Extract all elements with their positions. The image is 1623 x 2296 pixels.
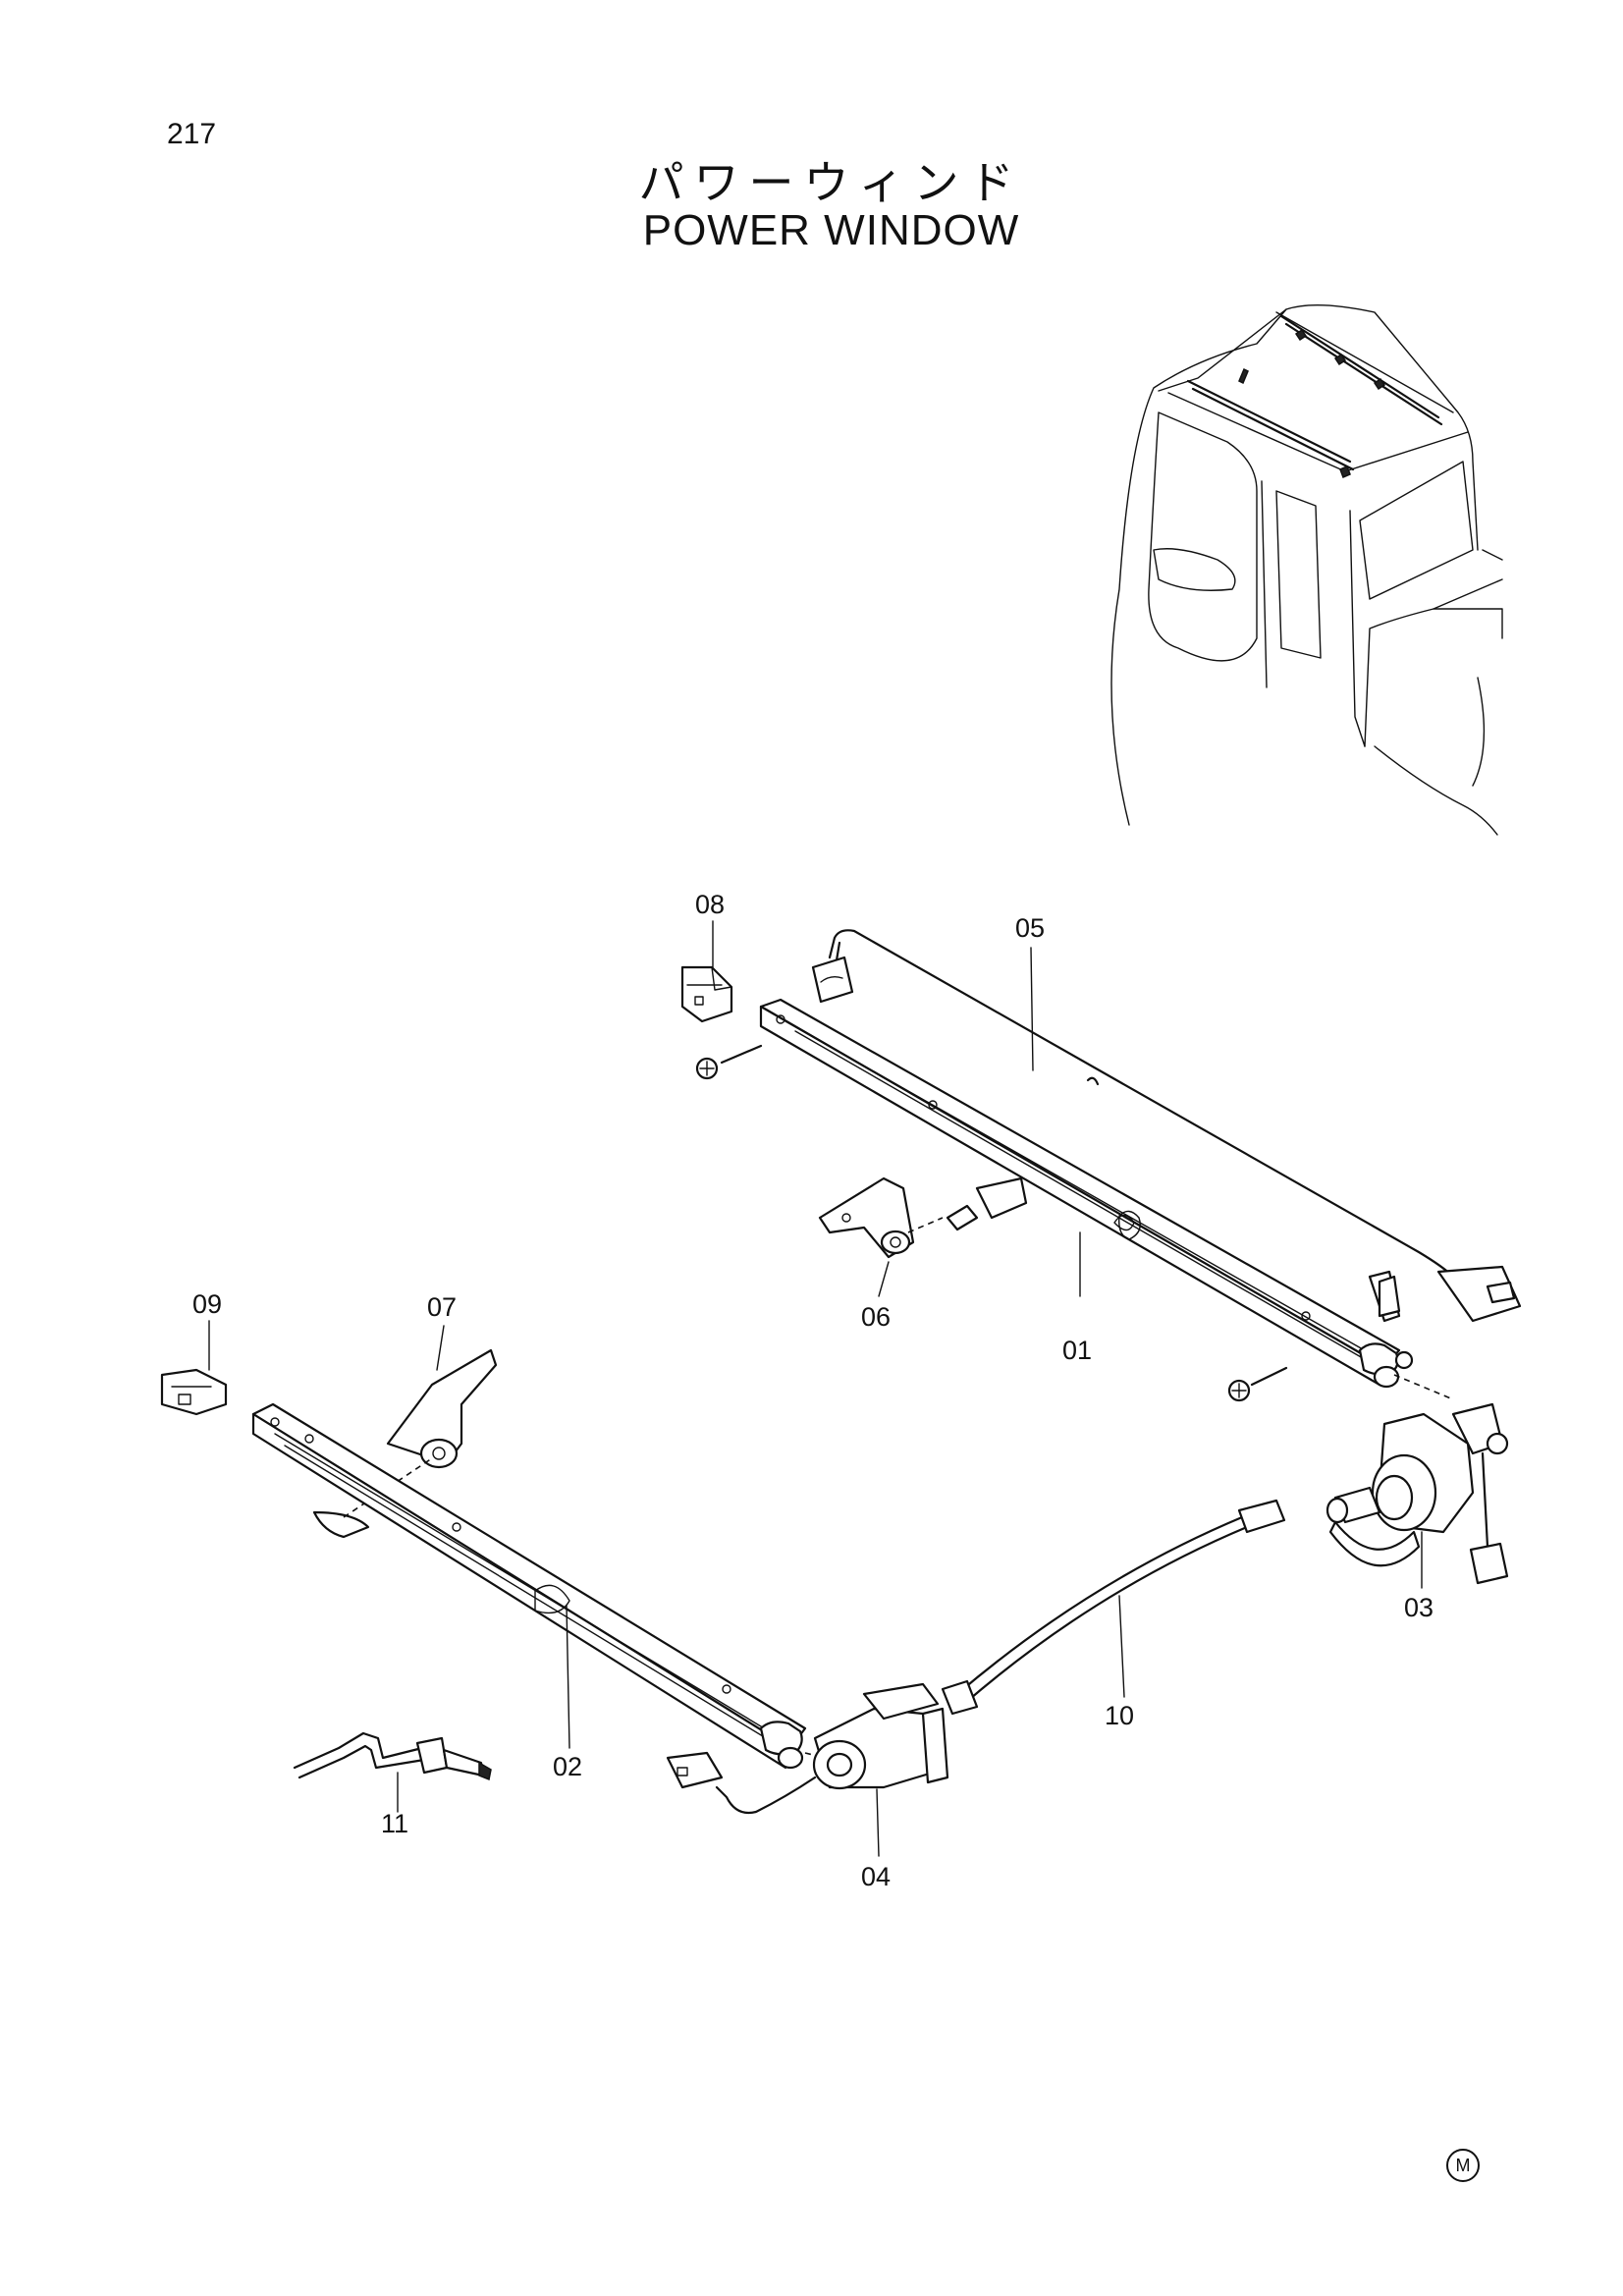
callout-11: 11 xyxy=(381,1809,408,1838)
part-06-bracket xyxy=(818,1176,1028,1259)
part-07-bracket xyxy=(312,1348,498,1539)
callout-05: 05 xyxy=(1015,913,1045,943)
part-03-motor xyxy=(1325,1402,1509,1585)
part-04-motor xyxy=(666,1682,949,1815)
page-title-english: POWER WINDOW xyxy=(642,206,1020,254)
page-title-japanese: パワーウィンド xyxy=(638,156,1024,209)
callout-06: 06 xyxy=(861,1302,891,1332)
page-number: 217 xyxy=(167,118,217,150)
callout-labels: 08 05 06 01 09 07 03 10 02 11 04 xyxy=(192,890,1434,1891)
corner-mark-m: M xyxy=(1446,2149,1480,2182)
cab-location-illustration xyxy=(1110,303,1503,836)
part-11-handle xyxy=(293,1731,492,1781)
callout-09: 09 xyxy=(192,1289,222,1319)
part-10-cable xyxy=(941,1499,1286,1716)
callout-02: 02 xyxy=(553,1752,582,1781)
callout-04: 04 xyxy=(861,1862,891,1891)
callout-07: 07 xyxy=(427,1292,457,1322)
callout-01: 01 xyxy=(1062,1336,1092,1365)
part-09-clip xyxy=(160,1368,228,1416)
part-01-regulator-rail xyxy=(695,998,1454,1402)
callout-08: 08 xyxy=(695,890,725,919)
part-08-clip xyxy=(680,965,733,1023)
callout-03: 03 xyxy=(1404,1593,1434,1622)
leader-lines xyxy=(208,920,1423,1857)
callout-10: 10 xyxy=(1105,1701,1134,1730)
part-02-regulator-rail xyxy=(251,1402,826,1770)
